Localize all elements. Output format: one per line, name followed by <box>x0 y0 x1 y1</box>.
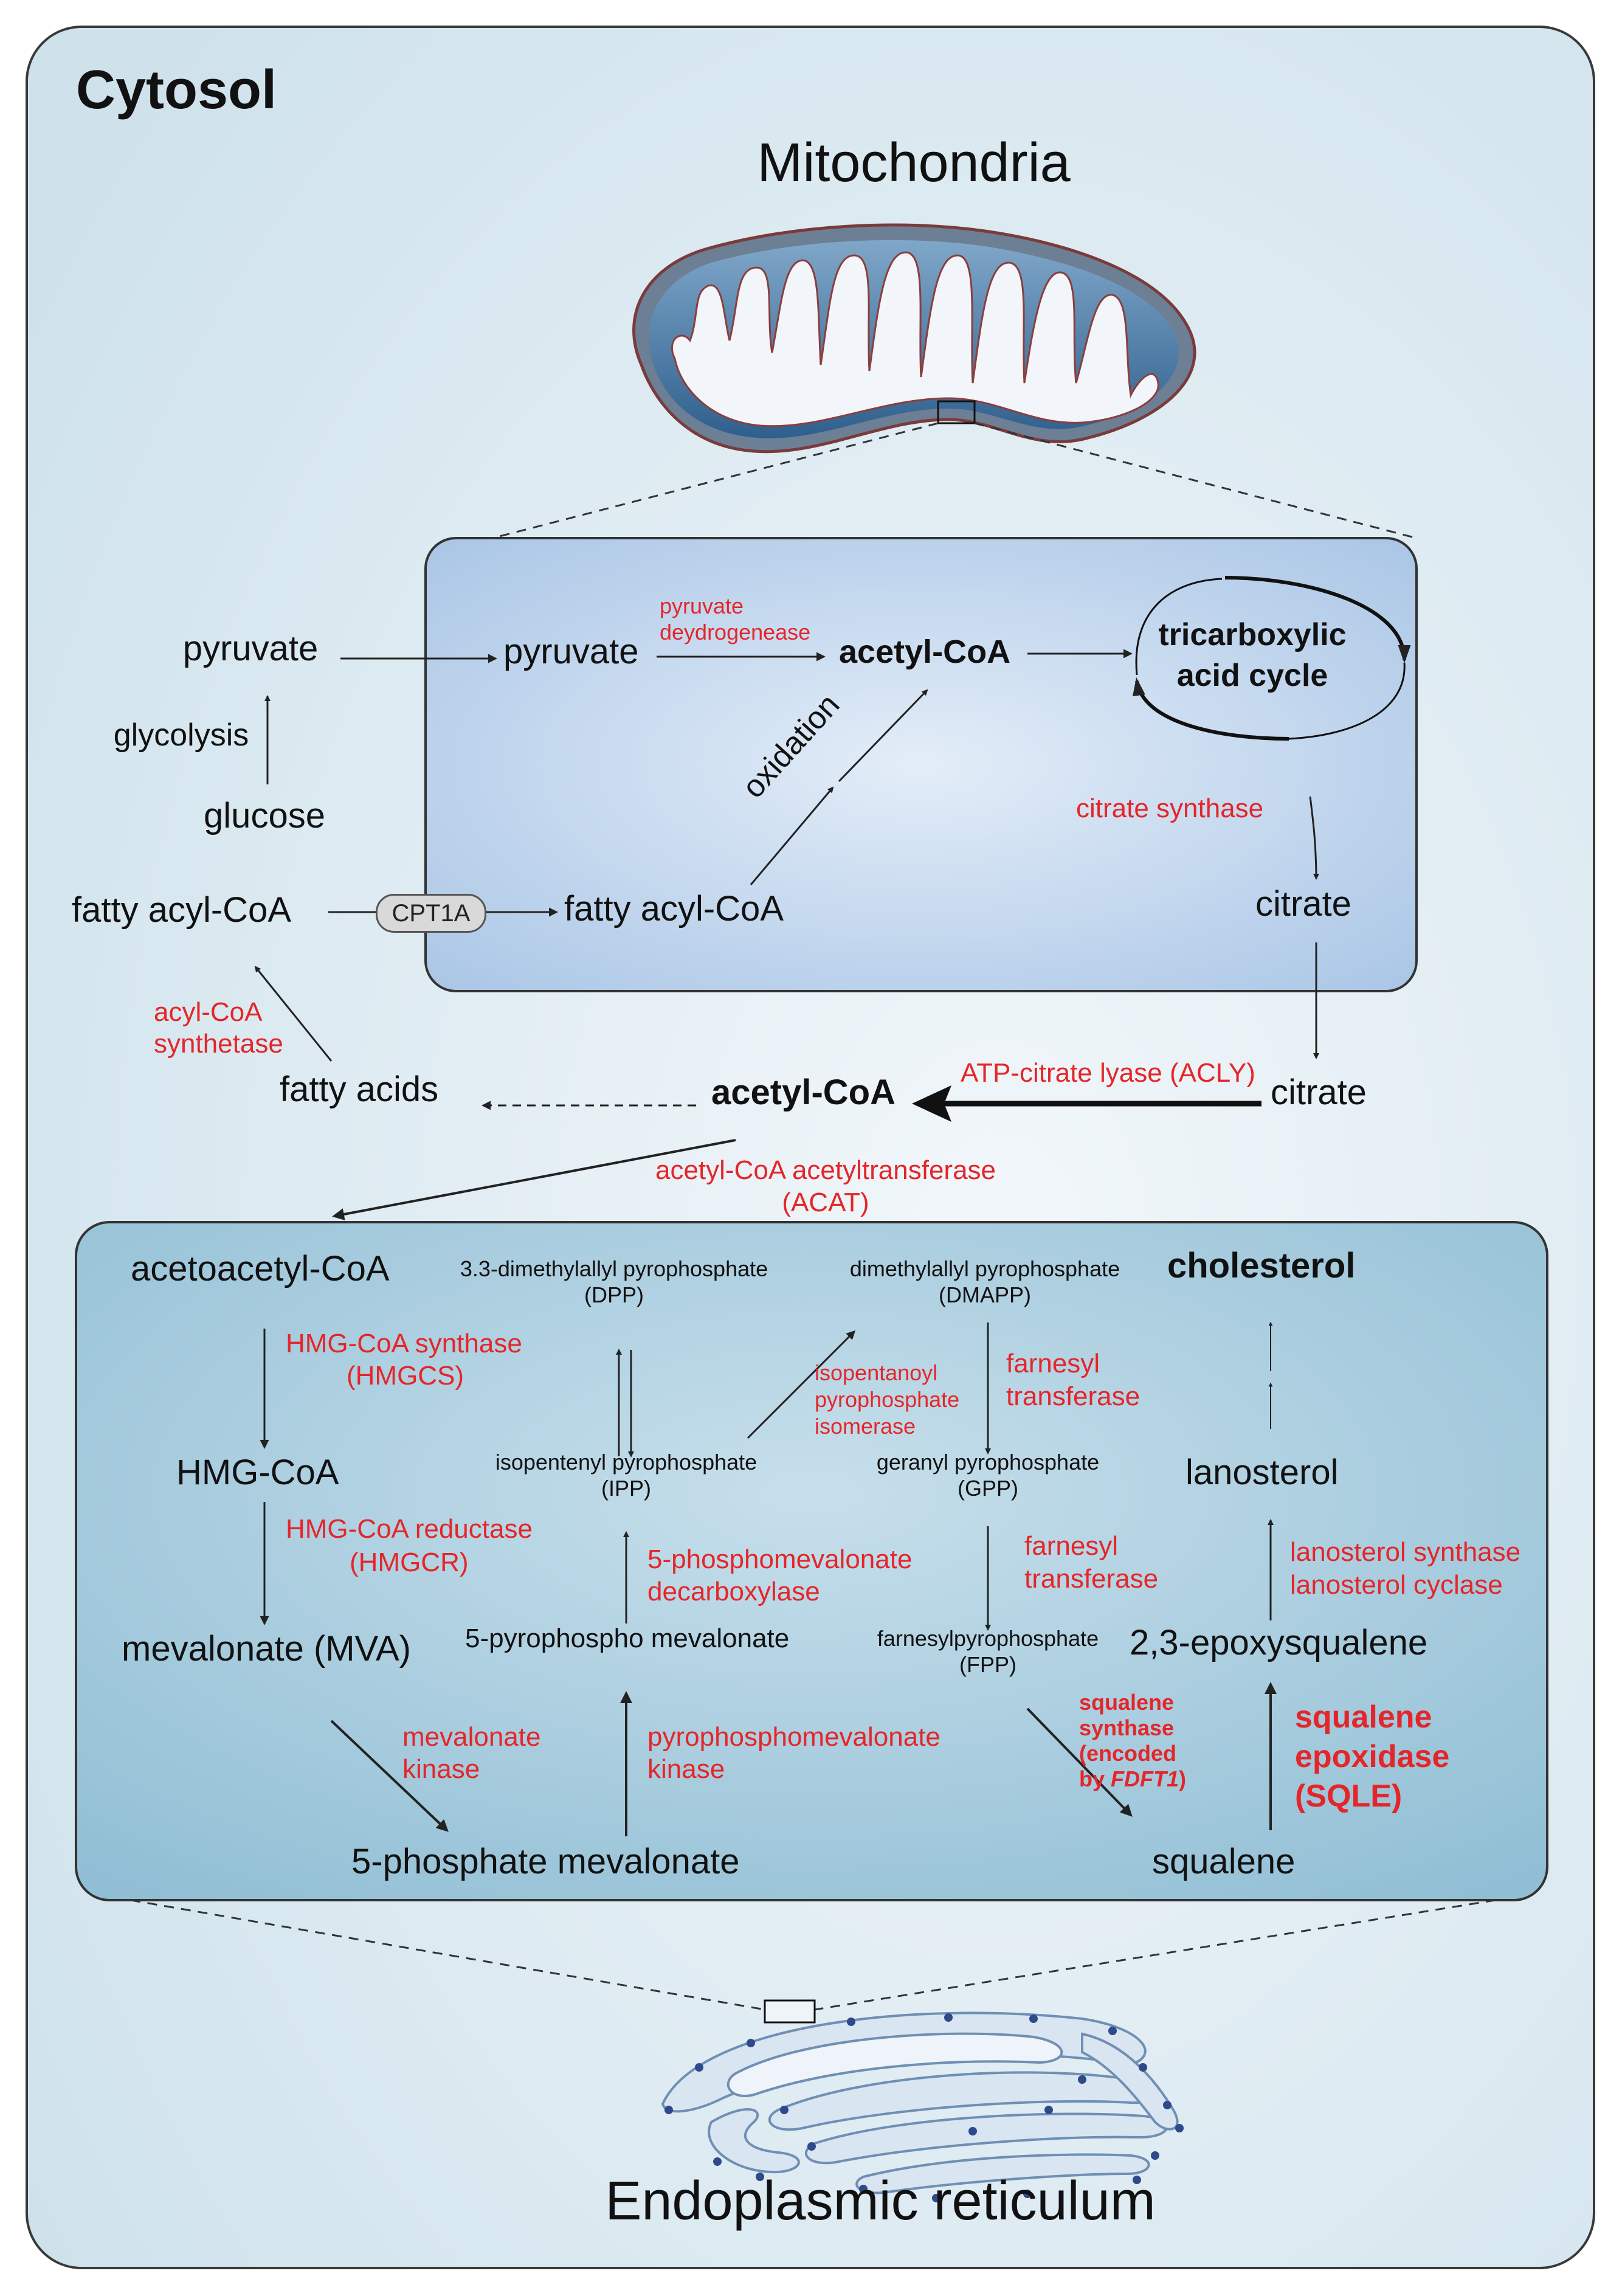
dpp-line2: (DPP) <box>584 1282 644 1307</box>
arrow-acat <box>332 1139 736 1220</box>
arrow-oxidation-2 <box>838 689 928 783</box>
er-zoom-box <box>764 1999 816 2024</box>
sqs-line4: by FDFT1) <box>1079 1766 1187 1791</box>
tca-line2: acid cycle <box>1176 658 1328 693</box>
farnesyl-tr1-line2: transferase <box>1006 1381 1141 1411</box>
sqs-line2: synthase <box>1079 1715 1175 1740</box>
sqle-line3: (SQLE) <box>1295 1779 1403 1814</box>
citrate-mito: citrate <box>1255 884 1351 924</box>
acetyl-coa-mito: acetyl-CoA <box>839 634 1011 670</box>
er-organelle <box>661 2011 1179 2194</box>
dpp-line1: 3.3-dimethylallyl pyrophosphate <box>460 1256 768 1281</box>
pyrophospho-mevalonate: 5-pyrophospho mevalonate <box>465 1623 790 1653</box>
hmg-coa: HMG-CoA <box>176 1453 339 1492</box>
acetyl-coa-cytosol: acetyl-CoA <box>711 1073 896 1112</box>
ipp-line2: (IPP) <box>601 1476 652 1501</box>
cholesterol: cholesterol <box>1167 1246 1356 1285</box>
pmvk-line1: pyrophosphomevalonate <box>647 1722 940 1752</box>
pmvk-line2: kinase <box>647 1754 725 1784</box>
idi-line2: pyrophosphate <box>815 1387 960 1412</box>
lss-line1: lanosterol synthase <box>1290 1537 1521 1567</box>
acly-label: ATP-citrate lyase (ACLY) <box>961 1058 1255 1088</box>
arrow-mevalonate-kinase <box>330 1720 449 1832</box>
arrow-acly <box>912 1085 1261 1122</box>
mito-zoom-box <box>937 400 976 424</box>
gpp-line2: (GPP) <box>957 1476 1019 1501</box>
pyruvate-mito: pyruvate <box>503 632 639 671</box>
sqle-line1: squalene <box>1295 1700 1432 1735</box>
er-label: Endoplasmic reticulum <box>605 2171 1156 2232</box>
pyruvate-dh-line2: deydrogenease <box>660 620 811 645</box>
arrow-idi <box>747 1330 856 1439</box>
fpp-line2: (FPP) <box>959 1652 1016 1677</box>
lss-line2: lanosterol cyclase <box>1290 1570 1503 1600</box>
mitochondrial-matrix-box <box>424 537 1418 992</box>
epoxysqualene: 2,3-epoxysqualene <box>1130 1623 1428 1662</box>
mvk-line1: mevalonate <box>402 1722 541 1752</box>
arrow-tca-to-citrate <box>1309 796 1320 880</box>
fpp-line1: farnesylpyrophosphate <box>877 1626 1099 1651</box>
sqs-line1: squalene <box>1079 1690 1175 1715</box>
mvd-line1: 5-phosphomevalonate <box>647 1544 913 1574</box>
arrow-oxidation-1 <box>750 786 834 885</box>
sqs-line4-prefix: by <box>1079 1766 1111 1791</box>
hmgcr-line1: HMG-CoA reductase <box>286 1514 533 1544</box>
fatty-acyl-coa-mito: fatty acyl-CoA <box>564 889 784 928</box>
acetoacetyl-coa: acetoacetyl-CoA <box>131 1249 390 1288</box>
farnesyl-tr2-line2: transferase <box>1024 1564 1159 1594</box>
idi-line1: isopentanoyl <box>815 1360 938 1385</box>
phosphate-mevalonate: 5-phosphate mevalonate <box>351 1842 740 1881</box>
dmapp-line1: dimethylallyl pyrophosphate <box>849 1256 1120 1281</box>
fatty-acids: fatty acids <box>280 1070 439 1109</box>
hmgcr-line2: (HMGCR) <box>350 1547 469 1577</box>
mitochondria-label: Mitochondria <box>757 133 1071 193</box>
arrow-squalene-synthase <box>1026 1707 1133 1817</box>
hmgcs-line1: HMG-CoA synthase <box>286 1329 522 1358</box>
pyruvate-dh-line1: pyruvate <box>660 593 744 618</box>
lanosterol: lanosterol <box>1185 1453 1339 1492</box>
cytosol-label: Cytosol <box>76 60 277 120</box>
glycolysis-label: glycolysis <box>113 718 249 753</box>
sqs-line4-suffix: ) <box>1179 1766 1187 1791</box>
er-box <box>75 1221 1548 1901</box>
sqs-gene-fdft1: FDFT1 <box>1111 1766 1179 1791</box>
glucose: glucose <box>204 796 325 835</box>
acat-line2: (ACAT) <box>782 1188 869 1217</box>
sqle-line2: epoxidase <box>1295 1739 1450 1774</box>
ribosome-dots <box>664 2013 1184 2202</box>
tca-line1: tricarboxylic <box>1158 617 1347 652</box>
acat-line1: acetyl-CoA acetyltransferase <box>655 1155 996 1185</box>
dmapp-line2: (DMAPP) <box>939 1282 1031 1307</box>
arrow-acyl-coa-synthetase <box>254 966 333 1062</box>
cpt1a-transporter: CPT1A <box>376 894 486 933</box>
ipp-line1: isopentenyl pyrophosphate <box>495 1450 758 1475</box>
acyl-coa-synthetase-line2: synthetase <box>154 1029 283 1059</box>
fatty-acyl-coa-cytosol: fatty acyl-CoA <box>72 890 291 930</box>
farnesyl-tr2-line1: farnesyl <box>1024 1531 1119 1561</box>
sqs-line3: (encoded <box>1079 1741 1177 1766</box>
citrate-synthase-label: citrate synthase <box>1076 794 1264 823</box>
citrate-cytosol: citrate <box>1271 1073 1367 1112</box>
idi-line3: isomerase <box>815 1414 916 1439</box>
squalene: squalene <box>1152 1842 1296 1881</box>
mitochondrion-organelle <box>632 223 1196 454</box>
hmgcs-line2: (HMGCS) <box>347 1361 464 1391</box>
gpp-line1: geranyl pyrophosphate <box>876 1450 1100 1475</box>
farnesyl-tr1-line1: farnesyl <box>1006 1349 1100 1378</box>
acyl-coa-synthetase-line1: acyl-CoA <box>154 997 263 1027</box>
mvd-line2: decarboxylase <box>647 1577 820 1606</box>
mvk-line2: kinase <box>402 1754 480 1784</box>
mevalonate: mevalonate (MVA) <box>122 1629 411 1668</box>
tca-cycle <box>1133 576 1411 741</box>
pyruvate-cytosol: pyruvate <box>182 629 319 668</box>
